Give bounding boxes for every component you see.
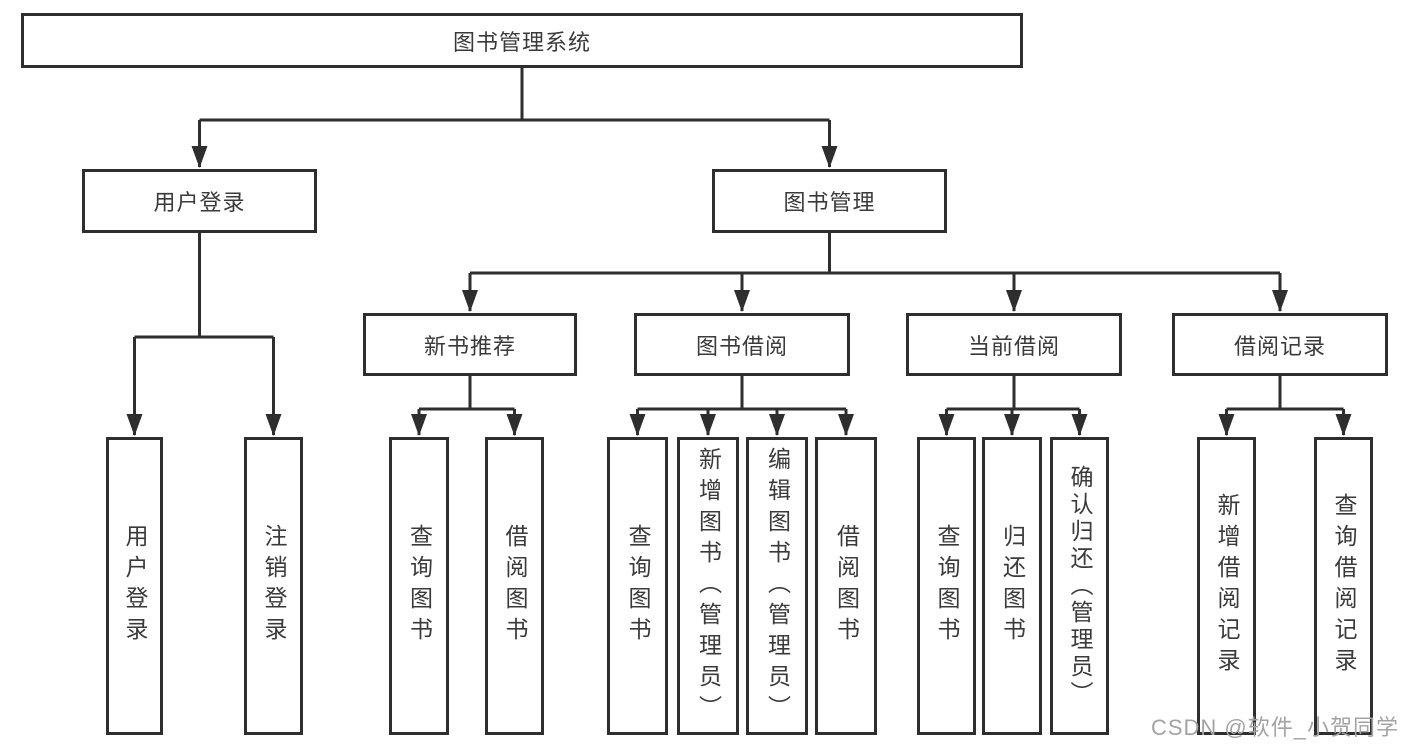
leaf-borrow-books: 借阅图书 <box>815 437 877 735</box>
node-label: 用户登录 <box>153 190 246 215</box>
node-label: 借阅图书 <box>502 524 528 648</box>
node-new-book-recommendation: 新书推荐 <box>363 313 577 376</box>
node-label: 图书管理 <box>783 190 876 215</box>
node-label: 查询借阅记录 <box>1331 493 1357 679</box>
leaf-edit-books-admin: 编辑图书（管理员） <box>746 437 808 735</box>
node-label: 借阅图书 <box>833 524 860 648</box>
node-label: 查询图书 <box>934 524 960 648</box>
node-label: 借阅记录 <box>1233 333 1326 359</box>
node-borrowing-records: 借阅记录 <box>1172 313 1388 376</box>
csdn-watermark: CSDN @软件_小贺同学 <box>1150 715 1399 740</box>
node-user-login: 用户登录 <box>82 169 317 233</box>
leaf-add-borrow-record: 新增借阅记录 <box>1197 437 1256 735</box>
node-library-management-system: 图书管理系统 <box>21 13 1023 68</box>
leaf-confirm-return-admin: 确认归还（管理员） <box>1050 437 1109 735</box>
node-label: 新增借阅记录 <box>1214 493 1240 679</box>
node-label: 归还图书 <box>999 524 1026 648</box>
leaf-borrow-books: 借阅图书 <box>485 437 544 735</box>
leaf-query-borrow-record: 查询借阅记录 <box>1314 437 1373 735</box>
node-current-borrowing: 当前借阅 <box>906 313 1122 376</box>
leaf-add-books-admin: 新增图书（管理员） <box>677 437 739 735</box>
node-label: 注销登录 <box>261 524 287 648</box>
node-label: 确认归还（管理员） <box>1067 464 1093 708</box>
leaf-query-books: 查询图书 <box>389 437 449 735</box>
leaf-logout: 注销登录 <box>244 437 303 735</box>
node-book-management: 图书管理 <box>712 169 947 233</box>
node-label: 新书推荐 <box>423 333 516 359</box>
node-label: 编辑图书（管理员） <box>764 446 791 726</box>
node-label: 当前借阅 <box>967 333 1060 359</box>
node-label: 用户登录 <box>122 524 148 648</box>
node-label: 新增图书（管理员） <box>695 446 722 726</box>
node-label: 查询图书 <box>625 524 651 648</box>
leaf-query-books: 查询图书 <box>607 437 668 735</box>
leaf-query-books: 查询图书 <box>917 437 976 735</box>
node-label: 图书管理系统 <box>452 29 591 55</box>
leaf-user-login: 用户登录 <box>106 437 163 735</box>
node-label: 查询图书 <box>406 524 433 648</box>
node-label: 图书借阅 <box>695 333 788 359</box>
leaf-return-books: 归还图书 <box>982 437 1042 735</box>
node-book-borrowing: 图书借阅 <box>634 313 850 376</box>
